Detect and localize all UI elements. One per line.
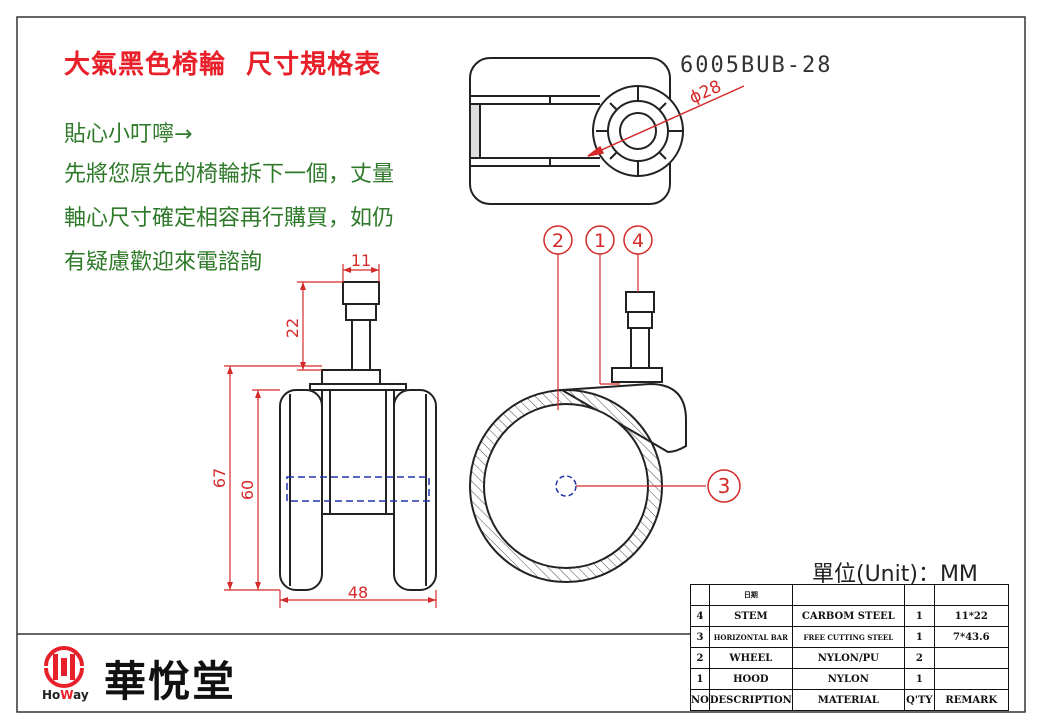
brand-logo-icon	[44, 646, 84, 688]
note-line-4: 有疑慮歡迎來電諮詢	[64, 250, 263, 275]
dim-width-top: 11	[351, 251, 371, 270]
brand-subtitle: HoWay	[42, 688, 89, 702]
page-title: 大氣黑色椅輪 尺寸規格表	[64, 50, 382, 80]
dimension-lines	[224, 264, 437, 608]
bom-date-row: 日期	[690, 584, 1009, 606]
sheet-border	[16, 16, 1026, 713]
callout-leaders	[557, 254, 639, 410]
callout-4: 4	[632, 230, 644, 252]
caster-side-view	[279, 281, 437, 591]
note-line-1: 貼心小叮嚀→	[64, 122, 193, 147]
callout-2: 2	[552, 230, 564, 252]
unit-label: 單位(Unit)：MM	[812, 562, 978, 587]
dimension-arrows	[227, 267, 436, 603]
dim-wheel-height: 60	[238, 480, 257, 500]
table-row: 3 HORIZONTAL BAR FREE CUTTING STEEL 1 7*…	[690, 626, 1009, 648]
table-row: 1 HOOD NYLON 1	[690, 668, 1009, 690]
caster-front-view	[469, 291, 706, 583]
axle-hidden-line	[286, 476, 430, 502]
note-line-2: 先將您原先的椅輪拆下一個，丈量	[64, 162, 395, 187]
hood-top-view	[469, 57, 684, 205]
bom-table: 日期 4 STEM CARBOM STEEL 1 11*22 3 HORIZON…	[690, 584, 1009, 711]
dim-stem-height: 22	[283, 318, 302, 338]
bom-header-row: NO DESCRIPTION MATERIAL Q'TY REMARK	[690, 689, 1009, 711]
table-row: 4 STEM CARBOM STEEL 1 11*22	[690, 605, 1009, 627]
part-number: 6005BUB-28	[680, 53, 832, 78]
bom-date-label: 日期	[708, 584, 793, 606]
callout-1: 1	[594, 230, 606, 252]
table-row: 2 WHEEL NYLON/PU 2	[690, 647, 1009, 669]
diameter-leader	[587, 85, 745, 157]
callout-3: 3	[718, 474, 731, 498]
note-line-3: 軸心尺寸確定相容再行購買，如仍	[64, 206, 395, 231]
brand-name: 華悅堂	[104, 657, 237, 706]
callout-circles	[543, 225, 741, 503]
dim-overall-height: 67	[210, 468, 229, 488]
dim-wheel-width: 48	[348, 583, 368, 602]
